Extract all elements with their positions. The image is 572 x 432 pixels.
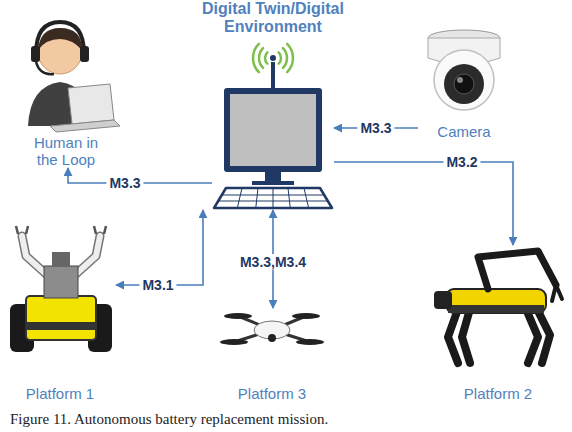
robot-dog-belly xyxy=(448,305,544,313)
operator-node: Human in the Loop xyxy=(10,8,122,168)
robot-dog-arm xyxy=(478,251,556,289)
key-column xyxy=(237,188,242,208)
edge-label-holder: M3.3,M3.4 xyxy=(237,253,309,271)
drone-rotor xyxy=(220,339,248,345)
platform-node: Platform 1 xyxy=(4,226,116,402)
platform-node: Platform 2 xyxy=(428,245,568,402)
signal-wave xyxy=(279,52,281,63)
drone-rotor xyxy=(224,313,252,319)
drone-rotor xyxy=(292,313,320,319)
signal-wave xyxy=(265,52,267,63)
drone-rotor xyxy=(296,339,324,345)
robot-gripper xyxy=(16,226,106,234)
robot-dog-gripper xyxy=(552,285,562,301)
robot-chassis xyxy=(26,296,96,340)
laptop-base xyxy=(50,120,120,132)
edge-label-holder: M3.3 xyxy=(106,174,143,192)
monitor-screen xyxy=(230,94,316,166)
headset-band xyxy=(36,22,84,54)
heading-title: Digital Twin/Digital Environment xyxy=(168,0,378,36)
robot-head xyxy=(52,252,70,266)
node-label: Platform 3 xyxy=(238,385,306,402)
message-arrow xyxy=(116,210,203,285)
antenna xyxy=(271,62,275,88)
message-label: M3.2 xyxy=(443,154,480,170)
node-illustration xyxy=(428,245,568,402)
robot-torso xyxy=(44,266,78,298)
robot-arm xyxy=(22,236,46,274)
caption-holder: Figure 11. Autonomous battery replacemen… xyxy=(10,410,328,428)
signal-wave xyxy=(253,44,259,72)
node-illustration xyxy=(212,84,334,210)
laptop-screen xyxy=(68,84,114,124)
headset-mic xyxy=(36,62,54,74)
key-column xyxy=(304,188,309,208)
drone-camera xyxy=(268,334,276,342)
camera-lens xyxy=(454,74,474,94)
camera-ring xyxy=(444,64,484,104)
lens-glint xyxy=(457,77,463,83)
edge-label-holder: M3.3 xyxy=(357,119,394,137)
robot-arm xyxy=(76,236,100,274)
edge-label-holder: M3.1 xyxy=(139,276,176,294)
signal-wave xyxy=(283,48,287,68)
message-label: M3.3 xyxy=(357,120,394,136)
node-label: Camera xyxy=(437,123,490,140)
signal-wave xyxy=(259,48,263,68)
robot-dog-head xyxy=(434,291,452,309)
keyboard xyxy=(214,188,332,208)
node-label: Platform 1 xyxy=(26,385,94,402)
person-hair xyxy=(38,28,82,50)
key-column xyxy=(288,188,290,208)
message-arrow xyxy=(334,162,513,245)
message-label: M3.3 xyxy=(106,175,143,191)
robot-dog-legs xyxy=(448,307,550,363)
message-label: M3.3,M3.4 xyxy=(237,254,309,270)
robot-arm-outline xyxy=(76,236,100,274)
node-label: Platform 2 xyxy=(464,385,532,402)
monitor-frame xyxy=(224,88,322,172)
message-label: M3.1 xyxy=(139,277,176,293)
key-column xyxy=(273,188,274,208)
camera-node: Camera xyxy=(418,28,510,140)
camera-dome xyxy=(434,50,494,110)
headset-cup xyxy=(31,46,40,62)
robot-arm-outline xyxy=(22,236,46,274)
monitor-neck xyxy=(265,172,281,182)
node-illustration xyxy=(4,226,116,402)
computer-node: Digital Twin/Digital Environment xyxy=(212,84,334,210)
node-label: Human in the Loop xyxy=(22,134,110,168)
monitor-base xyxy=(252,181,294,185)
key-column xyxy=(256,188,258,208)
edge-label-holder: M3.2 xyxy=(443,153,480,171)
headset-cup xyxy=(80,46,89,62)
signal-wave xyxy=(287,44,293,72)
figure-caption: Figure 11. Autonomous battery replacemen… xyxy=(10,411,328,427)
antenna-tip xyxy=(270,55,276,61)
robot-dog-body xyxy=(446,289,546,313)
platform-node: Platform 3 xyxy=(222,308,322,402)
chassis-stripe xyxy=(26,322,96,330)
